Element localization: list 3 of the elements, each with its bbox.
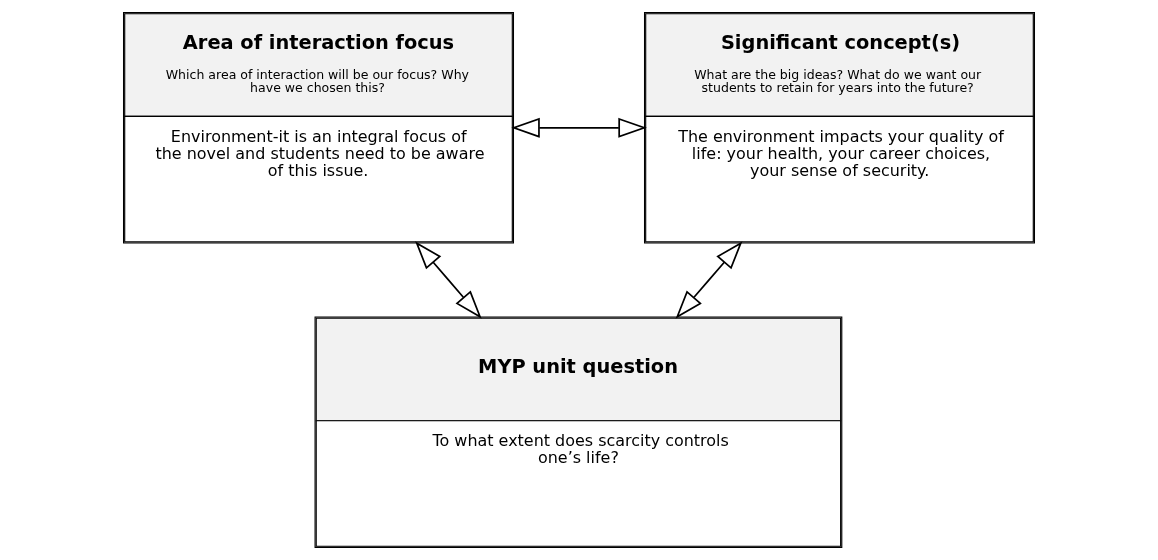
arrow (675, 241, 743, 319)
arrow (511, 117, 647, 138)
arrow (415, 241, 482, 319)
